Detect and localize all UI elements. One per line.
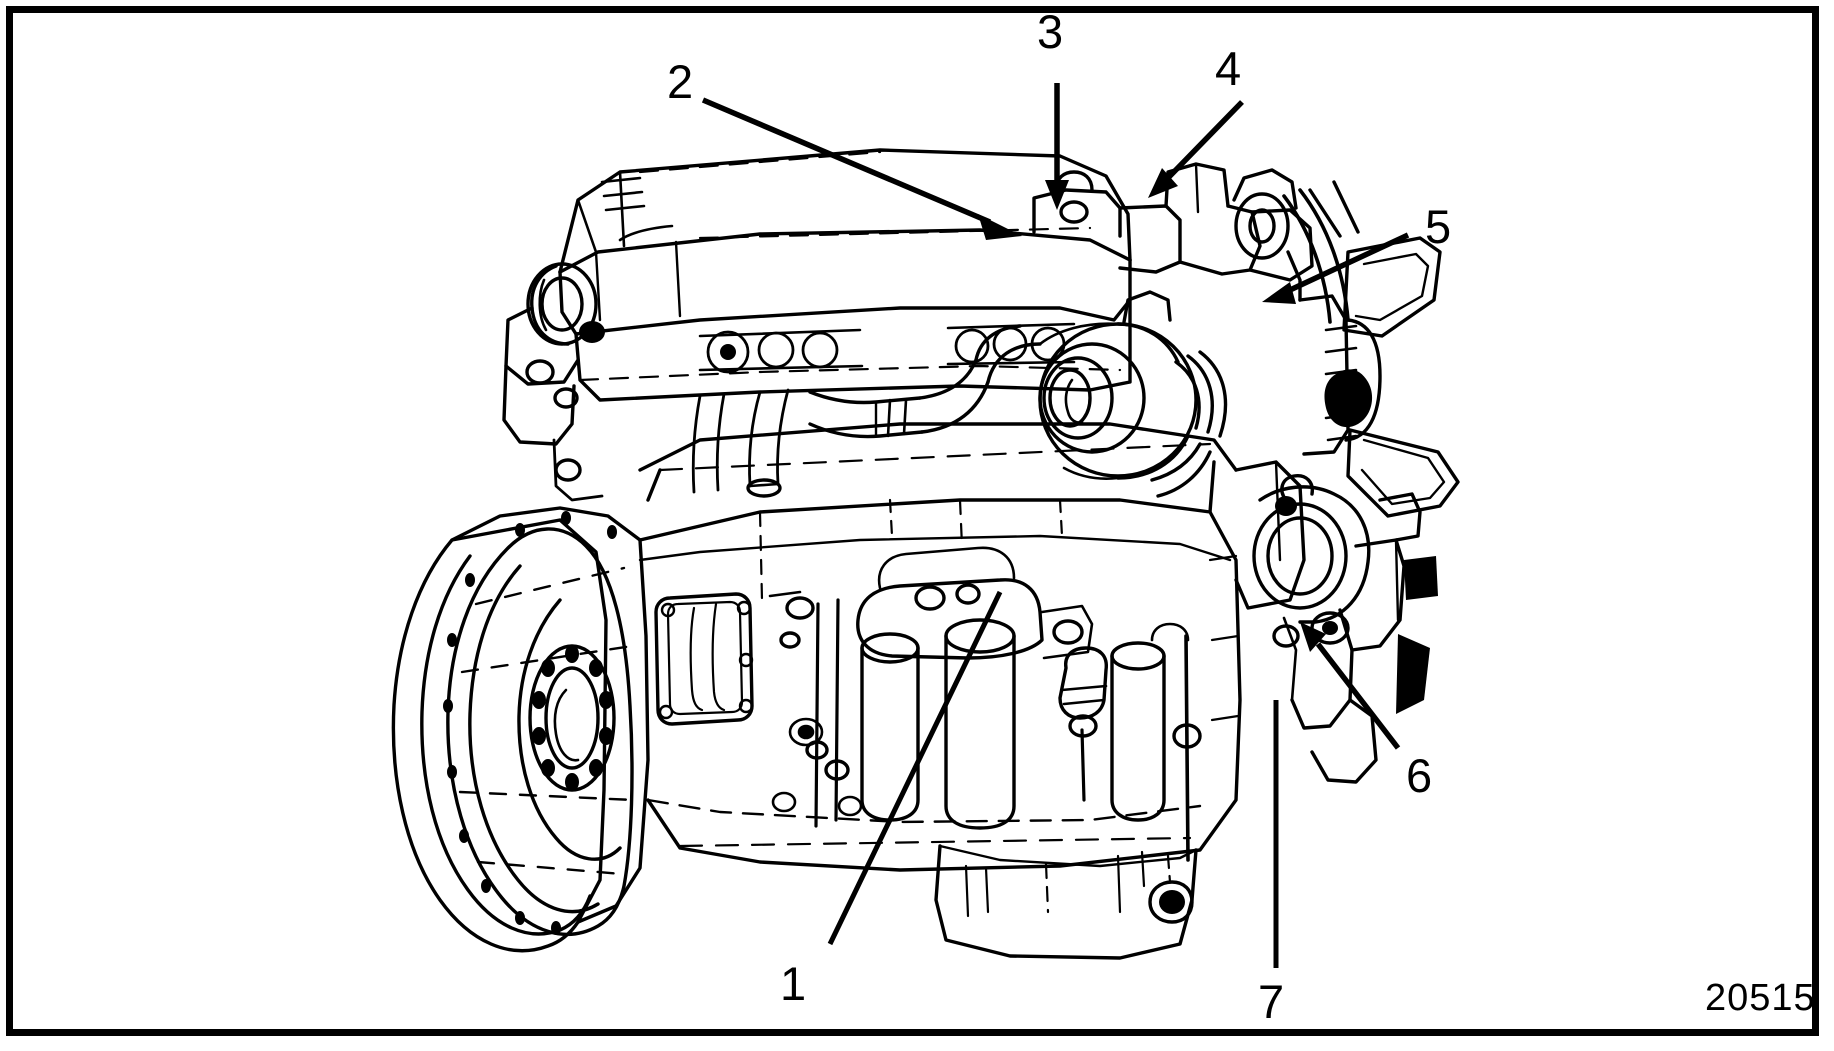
callout-number-1: 1 bbox=[780, 957, 807, 1010]
callout-leaders bbox=[701, 83, 1410, 968]
leader-4 bbox=[1166, 100, 1244, 180]
arrowhead-2 bbox=[978, 214, 1022, 240]
arrowhead-3 bbox=[1045, 180, 1069, 210]
arrowhead-4 bbox=[1148, 168, 1178, 198]
air-compressor bbox=[1252, 474, 1438, 784]
callout-number-2: 2 bbox=[667, 55, 694, 108]
left-front-housing bbox=[502, 262, 605, 502]
callout-number-6: 6 bbox=[1406, 749, 1433, 802]
block-detail-lines bbox=[658, 442, 1240, 848]
cylinder-block bbox=[638, 422, 1242, 872]
arrowhead-6 bbox=[1300, 622, 1326, 652]
flywheel-housing bbox=[391, 506, 650, 953]
valve-cover bbox=[558, 148, 1132, 336]
leader-6 bbox=[1315, 642, 1401, 750]
arrowhead-5 bbox=[1262, 282, 1296, 304]
intake-piping bbox=[691, 324, 1042, 498]
leader-2 bbox=[701, 97, 992, 225]
accessory-plumbing bbox=[768, 590, 1202, 862]
figure-border bbox=[6, 6, 1819, 1036]
callout-number-4: 4 bbox=[1215, 42, 1242, 95]
leader-5 bbox=[1288, 232, 1410, 293]
figure-id-label: 20515 bbox=[1705, 977, 1816, 1019]
callout-number-7: 7 bbox=[1258, 975, 1285, 1028]
callout-number-3: 3 bbox=[1037, 5, 1064, 58]
leader-1 bbox=[827, 590, 1003, 946]
cooling-fan bbox=[1308, 180, 1460, 518]
callout-number-5: 5 bbox=[1425, 200, 1452, 253]
oil-pan bbox=[934, 844, 1198, 960]
turbocharger bbox=[1038, 290, 1228, 498]
